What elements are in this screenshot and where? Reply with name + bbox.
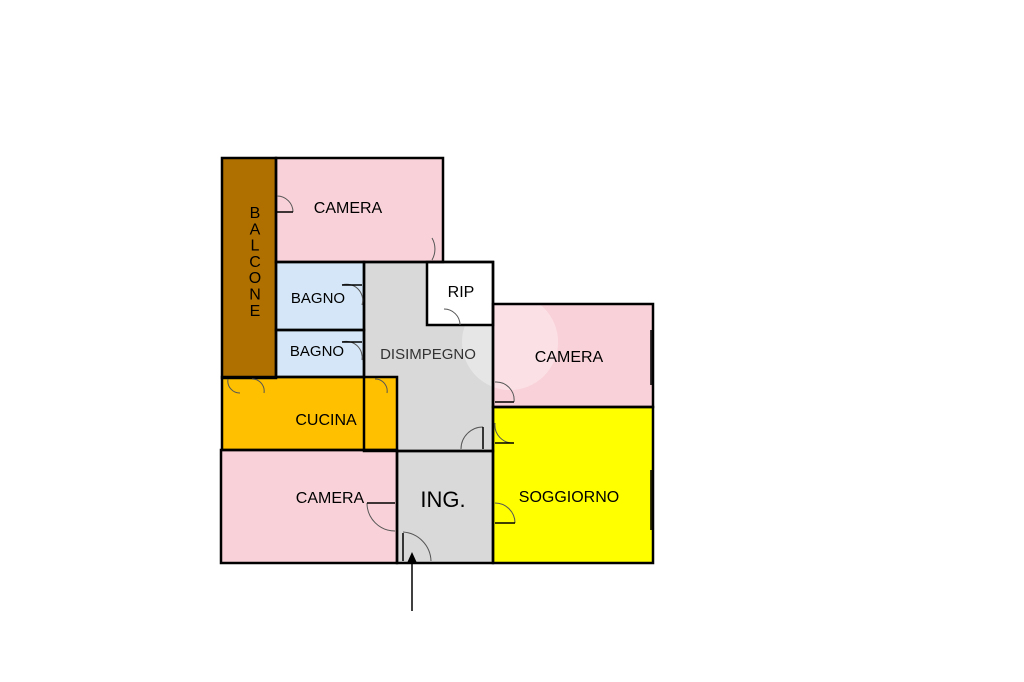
watermark-mark — [462, 294, 558, 390]
label-cucina: CUCINA — [295, 412, 357, 429]
room-bagno-1 — [276, 262, 364, 330]
door-swings — [227, 195, 652, 562]
room-bagno-2 — [276, 330, 364, 377]
label-disimpegno: DISIMPEGNO — [380, 346, 476, 363]
room-soggiorno — [493, 407, 653, 563]
label-soggiorno: SOGGIORNO — [519, 489, 619, 506]
label-balcone-letter: B — [250, 205, 261, 222]
label-camera-top: CAMERA — [314, 200, 383, 217]
room-cucina — [222, 377, 397, 450]
label-balcone-letter: N — [249, 287, 261, 304]
room-camera-right — [493, 304, 653, 407]
label-rip: RIP — [448, 284, 475, 301]
entrance-arrow-icon — [407, 552, 417, 611]
label-bagno-1: BAGNO — [291, 290, 345, 307]
label-ing: ING. — [420, 487, 465, 512]
label-balcone-letter: C — [249, 254, 261, 271]
room-rip — [427, 262, 493, 325]
label-camera-right: CAMERA — [535, 349, 604, 366]
label-balcone-letter: L — [251, 238, 260, 255]
label-balcone-letter: O — [249, 270, 261, 287]
room-ing — [397, 451, 493, 563]
label-balcone-letter: A — [250, 221, 261, 238]
label-balcone-letter: E — [250, 303, 261, 320]
room-camera-top — [276, 158, 443, 262]
room-balcone — [222, 158, 276, 378]
label-bagno-2: BAGNO — [290, 343, 344, 360]
label-camera-bottom: CAMERA — [296, 490, 365, 507]
